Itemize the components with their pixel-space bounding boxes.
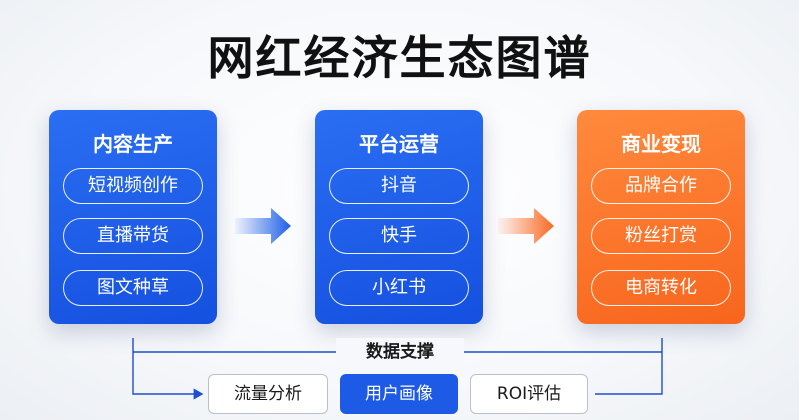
support-item-traffic-analysis: 流量分析 — [208, 374, 328, 414]
stage-title: 平台运营 — [359, 132, 439, 156]
page-title: 网红经济生态图谱 — [207, 31, 592, 85]
stage-item: 抖音 — [329, 168, 469, 204]
stage-item: 快手 — [329, 218, 469, 254]
flow-arrow-right-icon — [498, 208, 554, 244]
stage-commercial-monetization: 商业变现 品牌合作 粉丝打赏 电商转化 — [577, 110, 745, 324]
support-item-roi-evaluation: ROI评估 — [470, 374, 588, 414]
stage-platform-operation: 平台运营 抖音 快手 小红书 — [315, 110, 483, 324]
stage-item: 图文种草 — [63, 270, 203, 306]
flow-arrow-right-icon — [235, 208, 291, 244]
stage-item: 品牌合作 — [591, 168, 731, 204]
data-support-label: 数据支撑 — [336, 338, 464, 366]
stage-title: 内容生产 — [93, 132, 173, 156]
stage-item: 粉丝打赏 — [591, 218, 731, 254]
support-item-user-profile: 用户画像 — [340, 374, 458, 414]
stage-item: 小红书 — [329, 270, 469, 306]
stage-content-production: 内容生产 短视频创作 直播带货 图文种草 — [49, 110, 217, 324]
stage-item: 直播带货 — [63, 218, 203, 254]
stage-item: 短视频创作 — [63, 168, 203, 204]
stage-item: 电商转化 — [591, 270, 731, 306]
stage-title: 商业变现 — [621, 132, 701, 156]
